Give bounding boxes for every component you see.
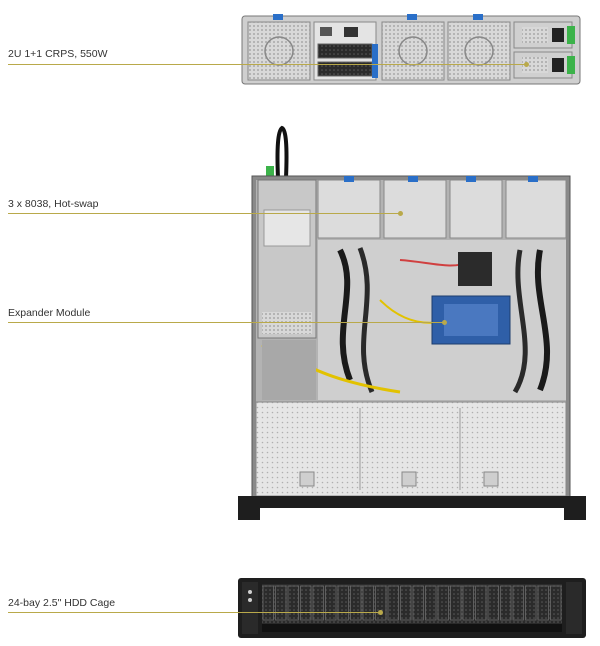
expander-leader-dot bbox=[442, 320, 447, 325]
bay-dividers bbox=[262, 585, 562, 621]
drive-bay bbox=[462, 585, 474, 621]
drive-bay bbox=[475, 585, 487, 621]
drive-bay bbox=[512, 585, 524, 621]
front-bezel bbox=[238, 578, 586, 638]
drive-bay bbox=[387, 585, 399, 621]
drive-bay bbox=[437, 585, 449, 621]
fans-leader-line bbox=[8, 213, 400, 214]
drive-bay bbox=[500, 585, 512, 621]
drive-bay bbox=[400, 585, 412, 621]
psu-callout-label: 2U 1+1 CRPS, 550W bbox=[8, 48, 108, 60]
fans-leader-dot bbox=[398, 211, 403, 216]
rear-panel bbox=[241, 14, 581, 85]
drive-bay bbox=[262, 585, 274, 621]
drive-bay bbox=[450, 585, 462, 621]
drive-bay bbox=[487, 585, 499, 621]
cage-callout-label: 24-bay 2.5" HDD Cage bbox=[8, 597, 116, 609]
cage-leader-line bbox=[8, 612, 380, 613]
drive-bay bbox=[362, 585, 374, 621]
fans-callout-label: 3 x 8038, Hot-swap bbox=[8, 198, 99, 210]
expander-callout-label: Expander Module bbox=[8, 307, 91, 319]
expander-leader-line bbox=[8, 322, 444, 323]
drive-bay bbox=[312, 585, 324, 621]
psu-leader-dot bbox=[524, 62, 529, 67]
drive-bay bbox=[300, 585, 312, 621]
drive-bay bbox=[350, 585, 362, 621]
drive-bay bbox=[537, 585, 549, 621]
drive-bay bbox=[412, 585, 424, 621]
drive-bay bbox=[550, 585, 562, 621]
drive-bay bbox=[425, 585, 437, 621]
drive-bay bbox=[275, 585, 287, 621]
drive-bay bbox=[287, 585, 299, 621]
top-view-chassis bbox=[238, 125, 586, 520]
drive-bay bbox=[337, 585, 349, 621]
drive-bay bbox=[325, 585, 337, 621]
cage-leader-dot bbox=[378, 610, 383, 615]
drive-bay bbox=[375, 585, 387, 621]
psu-leader-line bbox=[8, 64, 526, 65]
drive-bay bbox=[525, 585, 537, 621]
